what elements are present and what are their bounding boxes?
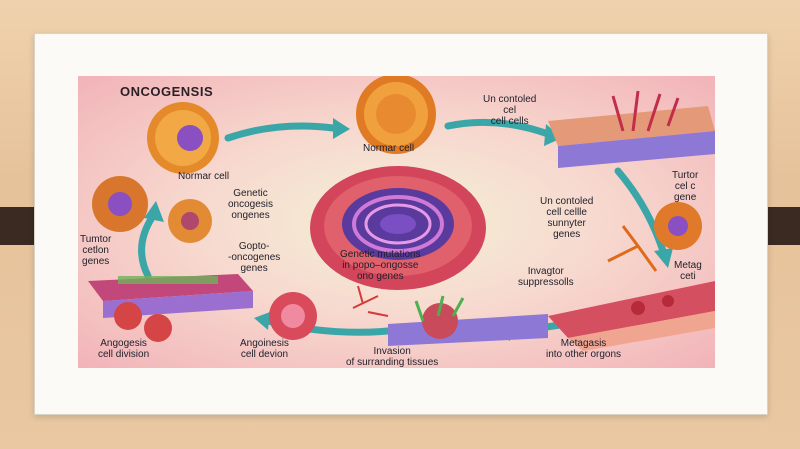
arrow-top-right bbox=[444, 118, 552, 138]
arrow-right bbox=[614, 167, 667, 255]
normal-cell-left bbox=[147, 102, 219, 174]
diagram-drawing bbox=[88, 76, 715, 351]
tissue-layer-bottom-right bbox=[548, 281, 715, 351]
label-normal-cell-left: Normar cell bbox=[178, 171, 230, 182]
label-normal-cell-center: Normar cell bbox=[363, 143, 415, 154]
central-mutated-cell bbox=[310, 166, 486, 290]
cancer-cells-right bbox=[607, 202, 702, 272]
dividing-cells-bottom bbox=[114, 285, 389, 342]
invasion-tissue bbox=[388, 295, 548, 346]
diagram-title: ONCOGENSIS bbox=[120, 84, 214, 99]
tumor-cells-left bbox=[92, 176, 212, 243]
normal-cell-top bbox=[356, 76, 436, 154]
arrow-top-left bbox=[224, 122, 337, 142]
tissue-layer-left bbox=[88, 274, 253, 318]
arrow-left bbox=[138, 212, 157, 280]
tissue-layer-top-right bbox=[548, 90, 715, 168]
